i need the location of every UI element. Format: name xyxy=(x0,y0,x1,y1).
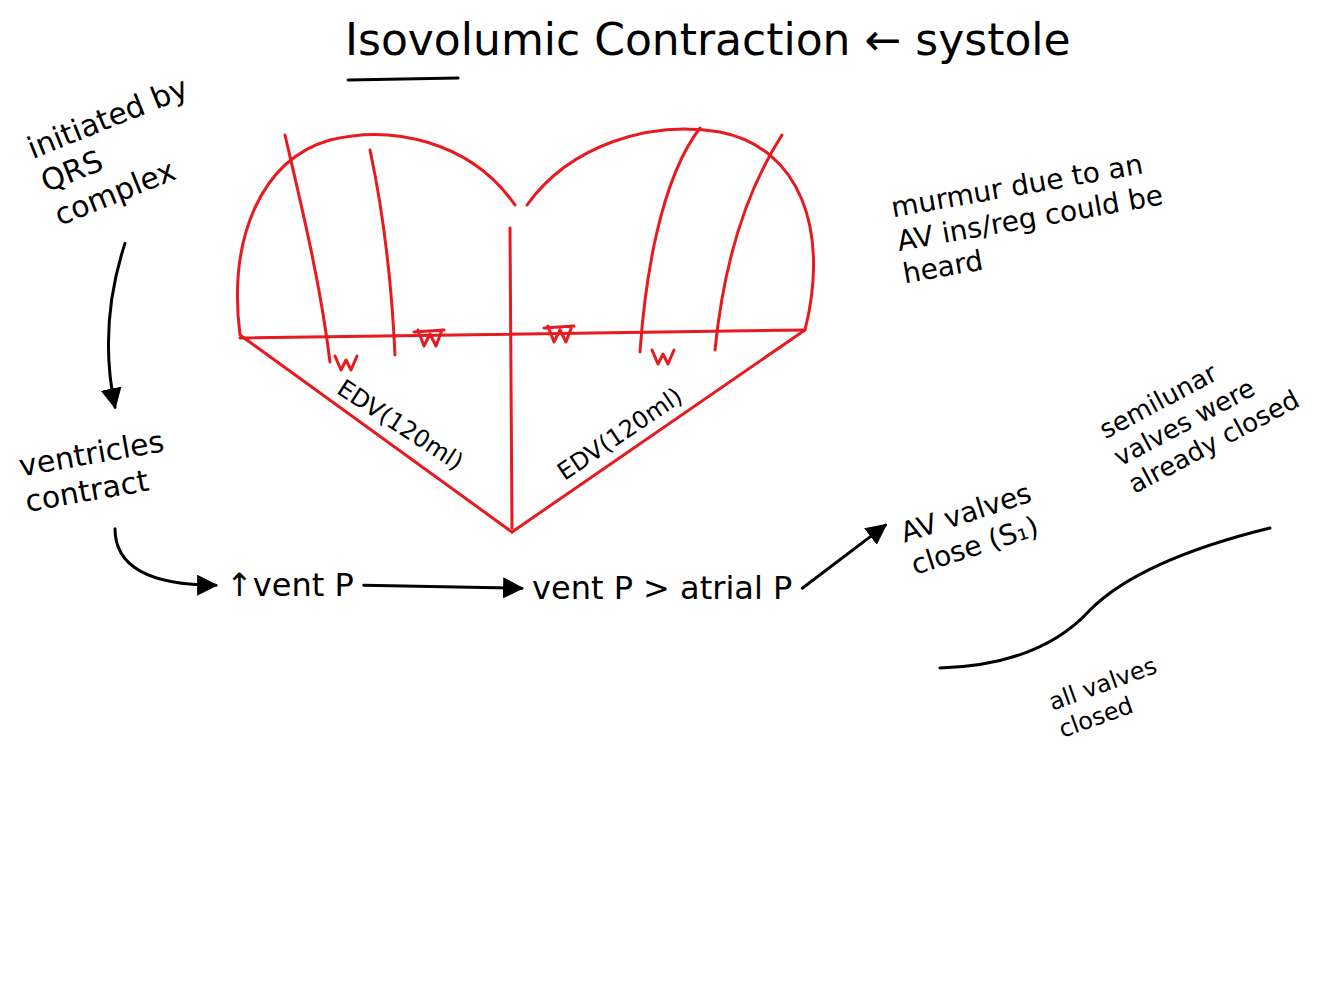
valve-symbol xyxy=(414,330,444,346)
flow-step: vent P > atrial P xyxy=(526,565,798,611)
step-text: vent P > atrial P xyxy=(532,569,792,607)
volume-label: EDV(120ml) xyxy=(552,382,688,487)
bracket-label: all valves closed xyxy=(1045,635,1215,744)
vessel-line xyxy=(640,128,700,352)
flow-step: ↑vent P xyxy=(220,562,360,608)
valve-marks xyxy=(335,326,674,370)
note-text: semilunar valves were already closed xyxy=(1094,329,1306,501)
flow-arrow xyxy=(364,585,522,588)
flow-step: AV valves close (S₁) xyxy=(890,463,1075,587)
valve-symbol xyxy=(652,350,674,364)
flow-arrow xyxy=(115,529,216,585)
step-text: initiated by QRS complex xyxy=(22,67,227,234)
valve-symbol xyxy=(544,326,574,342)
page-title: Isovolumic Contraction ← systole xyxy=(345,14,1071,65)
step-text: ventricles contract xyxy=(16,416,214,520)
flow-step: ventricles contract xyxy=(10,411,221,525)
title-underline xyxy=(348,78,458,80)
volume-label: EDV(120ml) xyxy=(332,374,469,477)
vessel-line xyxy=(370,150,395,355)
step-text: AV valves close (S₁) xyxy=(896,469,1067,582)
flow-arrow xyxy=(108,243,125,407)
vessel-line xyxy=(715,135,782,350)
flow-step: initiated by QRS complex xyxy=(15,61,235,240)
heart-outline xyxy=(238,128,814,532)
flow-arrow xyxy=(802,525,885,588)
annotations xyxy=(348,78,1270,668)
septum xyxy=(510,228,512,528)
note-text: murmur due to an AV ins/reg could be hea… xyxy=(889,139,1202,290)
step-text: ↑vent P xyxy=(226,566,354,604)
vessel-line xyxy=(285,135,330,362)
valve-symbol xyxy=(335,356,357,370)
